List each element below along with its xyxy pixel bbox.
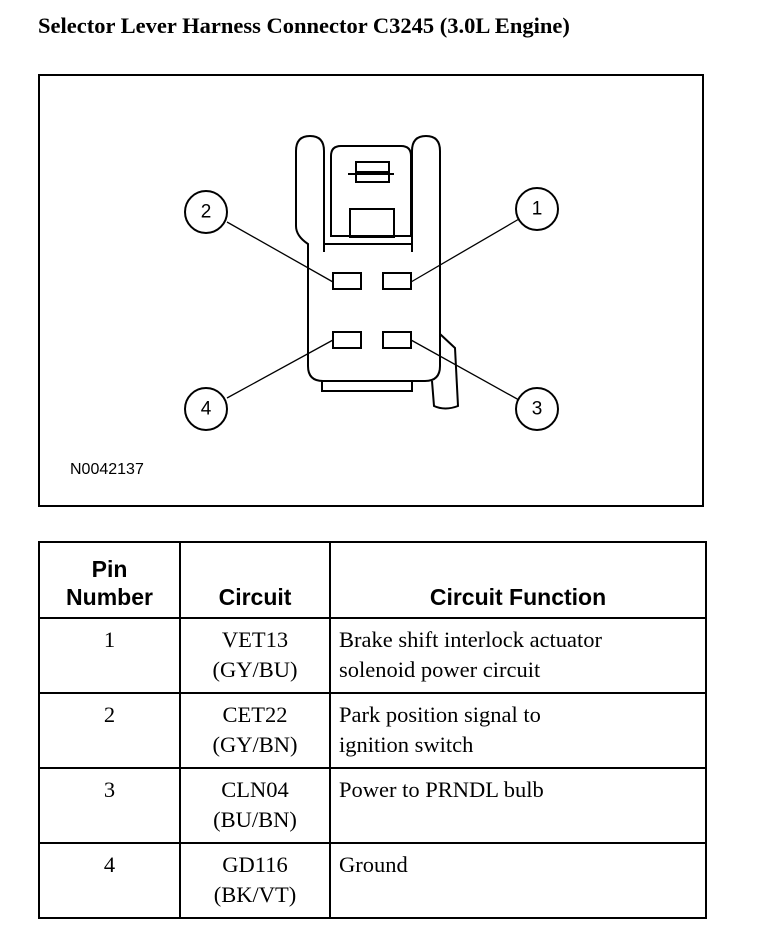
pin-cell: 3 [38, 767, 181, 844]
function-cell: Power to PRNDL bulb [329, 767, 707, 844]
pin-cavity-3 [382, 331, 412, 349]
table-row: 3 CLN04 (BU/BN) Power to PRNDL bulb [38, 767, 707, 844]
table-row: 4 GD116 (BK/VT) Ground [38, 842, 707, 919]
pin-table: Pin Number Circuit Circuit Function 1 VE… [38, 541, 707, 919]
function-text: Ground [339, 852, 408, 877]
pin-cell: 2 [38, 692, 181, 769]
pin-cavity-1 [382, 272, 412, 290]
connector-body [295, 134, 441, 382]
wire-color: (GY/BU) [212, 657, 298, 682]
page-title: Selector Lever Harness Connector C3245 (… [38, 13, 570, 38]
callout-circle-4 [184, 387, 228, 431]
circuit-cell: VET13 (GY/BU) [179, 617, 331, 694]
leader-line-4 [226, 339, 334, 399]
header-circuit: Circuit [179, 541, 331, 619]
circuit-id: VET13 [221, 627, 289, 652]
pin-cell: 1 [38, 617, 181, 694]
callout-label-1: 1 [532, 199, 543, 220]
circuit-id: CET22 [222, 702, 288, 727]
circuit-cell: CLN04 (BU/BN) [179, 767, 331, 844]
function-text: Brake shift interlock actuator [339, 627, 603, 652]
table-row: 2 CET22 (GY/BN) Park position signal to … [38, 692, 707, 769]
pin-cavity-4 [332, 331, 362, 349]
lock-window [349, 208, 395, 238]
circuit-cell: GD116 (BK/VT) [179, 842, 331, 919]
header-pin-number: Pin Number [38, 541, 181, 619]
connector-diagram: 1 2 3 4 N0042137 [38, 74, 704, 507]
function-text: Park position signal to [339, 702, 541, 727]
pin-cavity-2 [332, 272, 362, 290]
header-circuit-function: Circuit Function [329, 541, 707, 619]
keying-rib [431, 333, 460, 410]
function-text: Power to PRNDL bulb [339, 777, 544, 802]
circuit-id: CLN04 [221, 777, 289, 802]
function-text: ignition switch [339, 732, 474, 757]
callout-label-2: 2 [201, 202, 212, 223]
circuit-cell: CET22 (GY/BN) [179, 692, 331, 769]
callout-circle-3 [515, 387, 559, 431]
wire-color: (BK/VT) [213, 882, 297, 907]
function-text: solenoid power circuit [339, 657, 541, 682]
callout-label-3: 3 [532, 399, 543, 420]
callout-circle-1 [515, 187, 559, 231]
table-header-row: Pin Number Circuit Circuit Function [38, 541, 707, 619]
connector-drawing: 1 2 3 4 [184, 134, 559, 431]
leader-line-2 [226, 221, 334, 283]
pin-cell: 4 [38, 842, 181, 919]
function-cell: Park position signal to ignition switch [329, 692, 707, 769]
function-cell: Ground [329, 842, 707, 919]
circuit-id: GD116 [222, 852, 288, 877]
wire-color: (BU/BN) [213, 807, 297, 832]
leader-line-3 [410, 339, 520, 401]
leader-line-1 [410, 218, 520, 283]
callout-label-4: 4 [201, 399, 212, 420]
table-row: 1 VET13 (GY/BU) Brake shift interlock ac… [38, 617, 707, 694]
latch-frame [330, 145, 412, 237]
figure-id: N0042137 [70, 461, 144, 478]
function-cell: Brake shift interlock actuator solenoid … [329, 617, 707, 694]
wire-color: (GY/BN) [212, 732, 298, 757]
callout-circle-2 [184, 190, 228, 234]
